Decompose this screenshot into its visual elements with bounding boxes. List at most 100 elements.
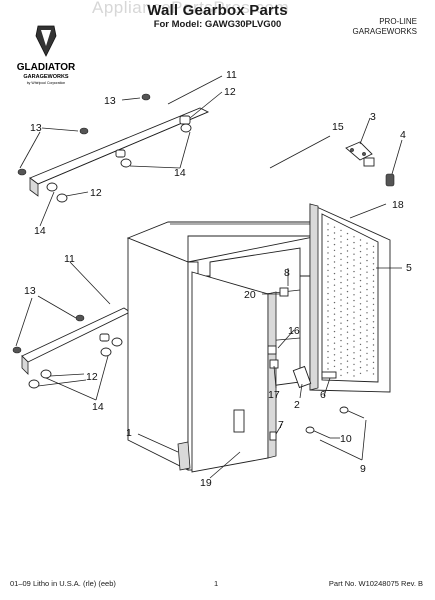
logo-tagline: by Whirlpool Corporation (27, 81, 66, 85)
pegboard-hole (340, 345, 342, 348)
pegboard-hole (372, 268, 375, 271)
pegboard-hole (346, 331, 349, 333)
pegboard-hole (340, 334, 342, 336)
pegboard-hole (327, 298, 329, 301)
pegboard-hole (340, 316, 342, 319)
pegboard-hole (346, 372, 349, 374)
pegboard-hole (366, 358, 368, 360)
pegboard-hole (359, 268, 362, 270)
callout-17: 17 (268, 389, 280, 401)
pegboard-hole (333, 232, 336, 234)
pegboard-hole (333, 359, 336, 362)
model-subtitle: For Model: GAWG30PLVG00 (153, 19, 282, 30)
pegboard-hole (353, 276, 355, 279)
pegboard-hole (353, 236, 355, 238)
pegboard-hole (327, 269, 329, 272)
callout-15: 15 (332, 121, 344, 133)
pegboard-hole (340, 258, 342, 261)
pegboard-hole (333, 278, 336, 281)
pegboard-hole (340, 328, 342, 330)
hinge-screws (305, 406, 365, 439)
pegboard-hole (366, 341, 368, 343)
pegboard-hole (353, 305, 355, 308)
pegboard-hole (372, 303, 375, 306)
pegboard-hole (333, 307, 336, 310)
pegboard-hole (340, 281, 342, 284)
pegboard-hole (353, 352, 355, 354)
upper-mounting-rail (29, 107, 210, 197)
right-door (309, 203, 391, 393)
pegboard-hole (372, 344, 375, 346)
pegboard-hole (366, 312, 368, 314)
callout-11: 11 (64, 253, 75, 265)
pegboard-hole (333, 319, 336, 321)
pegboard-hole (327, 356, 329, 359)
pegboard-hole (346, 296, 349, 299)
pegboard-hole (346, 308, 349, 310)
pegboard-hole (353, 270, 355, 273)
hinge-bracket (292, 365, 312, 389)
pegboard-hole (372, 292, 375, 294)
pegboard-hole (366, 271, 368, 273)
callout-6: 6 (320, 389, 326, 401)
callout-2: 2 (294, 399, 300, 411)
callout-1: 1 (126, 427, 132, 439)
pegboard-hole (372, 332, 375, 335)
pegboard-hole (372, 274, 375, 277)
lock-assembly (345, 141, 395, 187)
pegboard-hole (366, 306, 368, 308)
pegboard-hole (340, 229, 342, 232)
pegboard-hole (340, 287, 342, 290)
pegboard-hole (366, 329, 368, 331)
callout-14: 14 (92, 401, 104, 413)
pegboard-hole (333, 249, 336, 252)
lower-rail-fasteners (12, 314, 123, 389)
pegboard-hole (340, 241, 342, 243)
pegboard-hole (340, 276, 342, 278)
gladiator-logo: GLADIATOR GARAGEWORKS by Whirlpool Corpo… (17, 25, 76, 85)
pegboard-hole (359, 320, 362, 322)
pegboard-hole (340, 293, 342, 295)
pegboard-hole (359, 349, 362, 351)
pegboard-hole (359, 262, 362, 264)
pegboard-hole (359, 250, 362, 253)
pegboard-hole (333, 301, 336, 304)
pegboard-hole (333, 342, 336, 344)
pegboard-hole (359, 366, 362, 369)
callout-8: 8 (284, 267, 290, 279)
pegboard-hole (346, 343, 349, 345)
pegboard-hole (340, 252, 342, 255)
pegboard-hole (353, 334, 355, 337)
pegboard-hole (333, 365, 336, 368)
callout-10: 10 (340, 433, 352, 445)
pegboard-hole (346, 354, 349, 357)
pegboard-hole (327, 240, 329, 243)
pegboard-hole (353, 328, 355, 331)
pegboard-hole (353, 259, 355, 261)
pegboard-hole (353, 247, 355, 250)
pegboard-hole (366, 317, 368, 320)
pegboard-hole (346, 238, 349, 241)
pegboard-hole (372, 367, 375, 369)
pegboard-hole (346, 232, 349, 235)
leader-lines (15, 75, 403, 479)
pegboard-hole (333, 267, 336, 269)
pegboard-hole (346, 290, 349, 293)
pegboard-hole (346, 244, 349, 246)
pegboard-hole (366, 370, 368, 372)
pegboard-hole (340, 363, 342, 365)
pegboard-hole (327, 368, 329, 370)
pegboard-hole (353, 253, 355, 255)
pegboard-hole (333, 313, 336, 315)
pegboard-hole (372, 257, 375, 259)
pegboard-hole (353, 282, 355, 284)
pegboard-hole (366, 265, 368, 268)
pegboard-hole (359, 332, 362, 334)
pegboard-hole (327, 223, 329, 225)
pegboard-hole (353, 357, 355, 360)
callout-5: 5 (406, 262, 412, 274)
pegboard-hole (327, 258, 329, 260)
pegboard-hole (353, 299, 355, 302)
pegboard-hole (353, 294, 355, 296)
